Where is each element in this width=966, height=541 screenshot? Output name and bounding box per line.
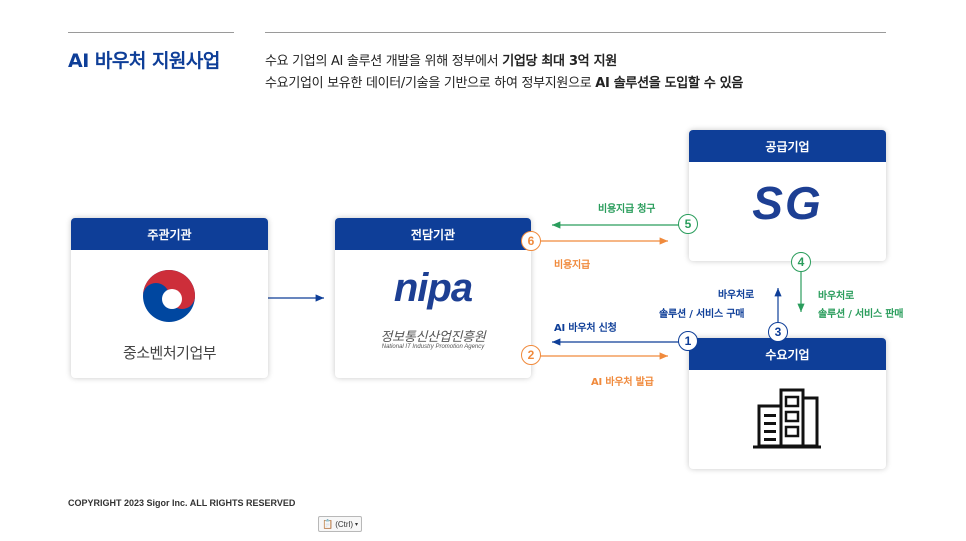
step-1-label: AI 바우처 신청 xyxy=(554,323,617,334)
supervisor-org-name: 중소벤처기업부 xyxy=(122,344,217,362)
building-icon xyxy=(753,388,821,449)
paste-options-label: (Ctrl) xyxy=(335,519,353,529)
description-line-1-text: 수요 기업의 AI 솔루션 개발을 위해 정부에서 xyxy=(265,54,503,69)
agency-box-title: 전담기관 xyxy=(335,218,531,250)
step-6-label: 비용지급 xyxy=(554,260,590,271)
supervisor-box-title: 주관기관 xyxy=(71,218,268,250)
step-4-badge: 4 xyxy=(791,252,811,272)
title-top-rule xyxy=(68,32,234,33)
page-title: AI 바우처 지원사업 xyxy=(68,50,220,72)
description-line-2-text: 수요기업이 보유한 데이터/기술을 기반으로 하여 정부지원으로 xyxy=(265,76,596,91)
step-2-badge: 2 xyxy=(521,345,541,365)
description-line-2: 수요기업이 보유한 데이터/기술을 기반으로 하여 정부지원으로 AI 솔루션을… xyxy=(265,72,743,91)
supplier-box: 공급기업 SG xyxy=(689,130,886,261)
agency-box: 전담기관 nipa 정보통신산업진흥원 National IT Industry… xyxy=(335,218,531,378)
step-5-badge: 5 xyxy=(678,214,698,234)
step-3-badge: 3 xyxy=(768,322,788,342)
step-2-label: AI 바우처 발급 xyxy=(591,377,654,388)
nipa-logo: nipa xyxy=(393,266,473,310)
taegeuk-emblem-icon xyxy=(143,270,195,322)
demander-box: 수요기업 xyxy=(689,338,886,469)
description-line-2-bold: AI 솔루션을 도입할 수 있음 xyxy=(595,76,744,91)
agency-org-name: 정보통신산업진흥원 xyxy=(380,330,486,345)
step-4-label-line-1: 바우처로 xyxy=(818,291,854,302)
step-6-badge: 6 xyxy=(521,231,541,251)
step-4-label-line-2: 솔루션 / 서비스 판매 xyxy=(818,309,904,320)
agency-org-name-en: National IT Industry Promotion Agency xyxy=(381,344,485,350)
supplier-box-title: 공급기업 xyxy=(689,130,886,162)
description-line-1: 수요 기업의 AI 솔루션 개발을 위해 정부에서 기업당 최대 3억 지원 xyxy=(265,50,617,69)
step-1-badge: 1 xyxy=(678,331,698,351)
desc-top-rule xyxy=(265,32,886,33)
step-3-label-line-1: 바우처로 xyxy=(718,290,754,301)
sg-logo: SG xyxy=(752,177,823,229)
step-3-label-line-2: 솔루션 / 서비스 구매 xyxy=(659,309,745,320)
step-5-label: 비용지급 청구 xyxy=(598,204,656,215)
copyright-text: COPYRIGHT 2023 Sigor Inc. ALL RIGHTS RES… xyxy=(68,498,296,508)
demander-box-title: 수요기업 xyxy=(689,338,886,370)
supervisor-box: 주관기관 중소벤처기업부 xyxy=(71,218,268,378)
chevron-down-icon: ▾ xyxy=(355,521,359,528)
paste-options-button[interactable]: 📋 (Ctrl) ▾ xyxy=(318,516,363,532)
description-line-1-bold: 기업당 최대 3억 지원 xyxy=(502,54,617,69)
clipboard-icon: 📋 xyxy=(322,518,334,529)
